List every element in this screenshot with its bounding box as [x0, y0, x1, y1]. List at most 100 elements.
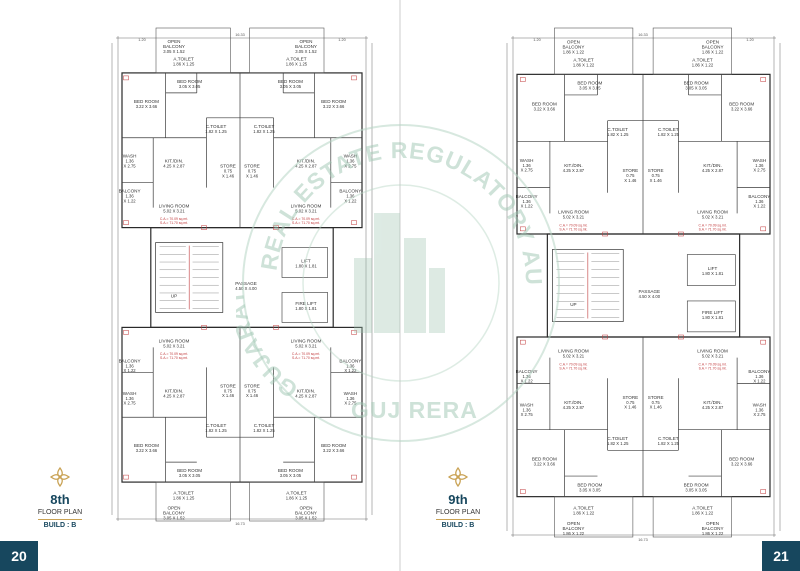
room-name: BED ROOM	[177, 79, 202, 84]
room-name: KIT./DIN.	[564, 400, 582, 405]
room-dimension: 4.25 X 2.87	[702, 168, 724, 173]
room-dimension: 4.25 X 2.87	[563, 168, 585, 173]
room-name: PASSAGE	[639, 289, 661, 294]
open-balcony-outline	[155, 481, 231, 522]
room-name: OPEN	[299, 39, 312, 44]
room-dimension: 1.86 X 1.22	[692, 511, 714, 516]
room-dimension: X 1.22	[753, 204, 766, 209]
carpet-area-note: S.A.= 71.70 sq.mt.	[160, 221, 188, 225]
room-name: LIVING ROOM	[558, 348, 589, 353]
room-dimension: 3.05 X 3.05	[579, 86, 601, 91]
lift-box	[686, 254, 736, 286]
room-dimension: X 2.75	[124, 163, 137, 168]
room-dimension: 1.80 X 1.81	[702, 271, 724, 276]
room-name: A.TOILET	[173, 491, 194, 496]
room-dimension: 1.36	[126, 363, 135, 368]
room-dimension: X 1.46	[624, 178, 637, 183]
room-dimension: 4.50 X 4.00	[639, 294, 661, 299]
room-name: BED ROOM	[278, 79, 303, 84]
carpet-area-note: C.A.= 70.09 sq.mt.	[559, 362, 587, 366]
room-dimension: X 2.75	[521, 168, 534, 173]
room-dimension: 5.02 X 3.21	[702, 214, 724, 219]
room-dimension: 5.02 X 3.21	[295, 209, 317, 214]
room-name: BED ROOM	[134, 99, 159, 104]
room-name: C.TOILET	[607, 127, 628, 132]
room-dimension: X 1.46	[246, 173, 259, 178]
fire-lift-box	[686, 300, 736, 333]
room-name: C.TOILET	[206, 423, 227, 428]
room-dimension: 3.05 X 1.52	[295, 49, 317, 54]
room-dimension: 1.36	[755, 163, 764, 168]
page-number-badge: 21	[762, 541, 800, 571]
floor-number: 9th	[448, 492, 468, 507]
room-dimension: 1.82 X 1.25	[205, 129, 227, 134]
room-dimension: 1.86 X 1.22	[702, 49, 724, 54]
room-dimension: 1.36	[126, 159, 135, 164]
room-dimension: 3.05 X 3.05	[179, 84, 201, 89]
carpet-area-note: C.A.= 70.09 sq.mt.	[160, 352, 188, 356]
room-dimension: 3.05 X 3.05	[179, 473, 201, 478]
title-rule	[436, 519, 480, 520]
room-dimension: X 2.75	[344, 163, 357, 168]
open-balcony-outline	[249, 481, 325, 522]
room-dimension: 3.22 X 3.66	[323, 104, 345, 109]
room-dimension: 0.75	[652, 173, 661, 178]
room-dimension: X 1.46	[246, 393, 259, 398]
room-name: BED ROOM	[577, 482, 602, 487]
carpet-area-note: S.A.= 71.70 sq.mt.	[699, 366, 727, 370]
room-name: BALCONY	[119, 358, 141, 363]
room-name: STORE	[622, 168, 638, 173]
room-dimension: 3.05 X 3.05	[685, 487, 707, 492]
room-name: LIVING ROOM	[558, 209, 589, 214]
room-name: OPEN	[567, 39, 580, 44]
room-dimension: 1.86 X 1.22	[702, 531, 724, 536]
room-name: LIVING ROOM	[159, 204, 190, 209]
room-dimension: X 1.46	[624, 404, 637, 409]
open-balcony-outline	[652, 27, 732, 75]
room-dimension: 1.86 X 1.25	[286, 496, 308, 501]
build-label: BUILD : B	[441, 522, 475, 529]
room-dimension: 1.82 X 1.25	[205, 428, 227, 433]
room-name: OPEN	[167, 506, 180, 511]
room-dimension: X 2.75	[124, 400, 137, 405]
room-dimension: 4.25 X 2.87	[295, 393, 317, 398]
room-dimension: 4.25 X 2.87	[563, 405, 585, 410]
room-name: BALCONY	[119, 189, 141, 194]
build-label: BUILD : B	[43, 522, 77, 529]
dimension-label: 16.33	[235, 33, 245, 37]
room-name: BED ROOM	[177, 468, 202, 473]
room-name: BED ROOM	[577, 81, 602, 86]
room-name: BALCONY	[748, 194, 770, 199]
room-name: C.TOILET	[658, 127, 679, 132]
room-dimension: 1.36	[126, 396, 135, 401]
room-dimension: 3.22 X 3.66	[136, 104, 158, 109]
carpet-area-note: S.A.= 71.70 sq.mt.	[699, 227, 727, 231]
room-name: C.TOILET	[206, 124, 227, 129]
room-dimension: 1.86 X 1.25	[173, 61, 195, 66]
staircase	[155, 242, 224, 313]
room-name: STORE	[220, 383, 236, 388]
dimension-label: 16.73	[235, 522, 245, 526]
room-name: KIT./DIN.	[703, 163, 721, 168]
room-name: LIVING ROOM	[697, 348, 728, 353]
flower-logo-icon	[447, 466, 469, 488]
room-name: BALCONY	[702, 526, 724, 531]
room-dimension: X 1.22	[344, 368, 357, 373]
room-name: UP	[570, 302, 576, 307]
room-dimension: X 1.22	[521, 204, 534, 209]
dimension-label: 1.20	[338, 38, 345, 42]
room-dimension: 1.82 X 1.25	[607, 132, 629, 137]
room-name: BED ROOM	[532, 457, 557, 462]
room-name: STORE	[220, 164, 236, 169]
dimension-label: 16.33	[638, 33, 648, 37]
room-dimension: X 2.75	[753, 168, 766, 173]
carpet-area-note: S.A.= 71.70 sq.mt.	[559, 227, 587, 231]
room-name: STORE	[648, 395, 664, 400]
room-dimension: 5.02 X 3.21	[163, 209, 185, 214]
room-name: BED ROOM	[684, 482, 709, 487]
open-balcony-outline	[249, 27, 325, 74]
room-dimension: 0.75	[224, 388, 233, 393]
room-dimension: 3.22 X 3.66	[731, 462, 753, 467]
